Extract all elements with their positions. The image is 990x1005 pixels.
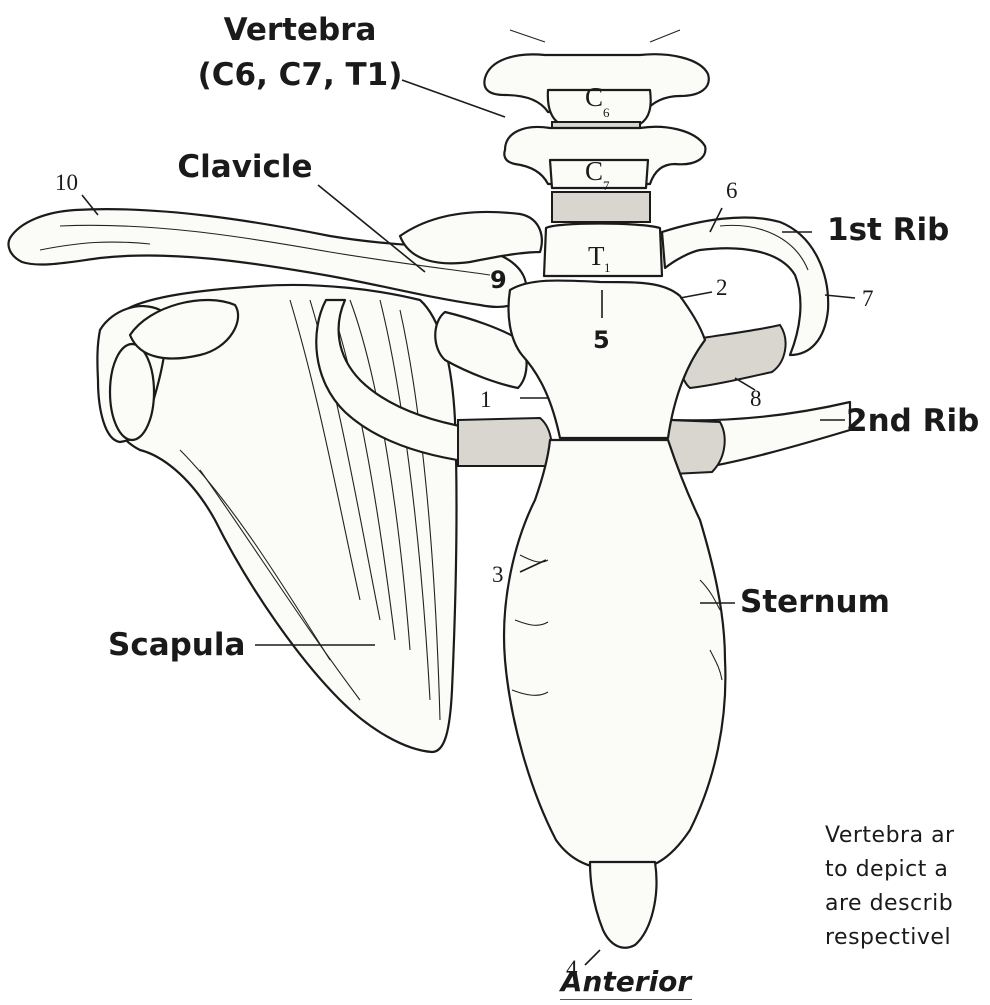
- scapula-bone: [97, 285, 456, 752]
- label-anterior: Anterior: [559, 965, 694, 998]
- label-sternum: Sternum: [740, 584, 890, 620]
- number-9: 9: [490, 266, 507, 294]
- label-vertebra: Vertebra: [224, 12, 377, 48]
- mark-t1: T: [588, 241, 605, 271]
- mark-t1-sub: 1: [604, 260, 611, 275]
- number-8: 8: [750, 386, 762, 411]
- mark-c7-sub: 7: [603, 178, 610, 193]
- note-line-3: are describ: [825, 891, 953, 916]
- number-4: 4: [566, 956, 578, 981]
- number-3: 3: [492, 562, 504, 587]
- note-line-1: Vertebra ar: [825, 823, 955, 848]
- label-second-rib: 2nd Rib: [846, 403, 979, 439]
- side-note: Vertebra ar to depict a are describ resp…: [825, 823, 955, 950]
- number-7: 7: [862, 286, 874, 311]
- number-1: 1: [480, 387, 492, 412]
- mark-c6: C: [585, 82, 603, 112]
- right-second-rib: [663, 402, 850, 474]
- note-line-2: to depict a: [825, 857, 948, 882]
- note-line-4: respectivel: [825, 925, 951, 950]
- label-scapula: Scapula: [108, 627, 245, 663]
- label-clavicle: Clavicle: [177, 149, 312, 185]
- mark-c6-sub: 6: [603, 105, 610, 120]
- label-first-rib: 1st Rib: [827, 212, 949, 248]
- label-vertebra-levels: (C6, C7, T1): [198, 57, 403, 93]
- number-10: 10: [55, 170, 78, 195]
- number-5: 5: [593, 326, 610, 354]
- number-2: 2: [716, 275, 728, 300]
- mark-c7: C: [585, 156, 603, 186]
- number-6: 6: [726, 178, 738, 203]
